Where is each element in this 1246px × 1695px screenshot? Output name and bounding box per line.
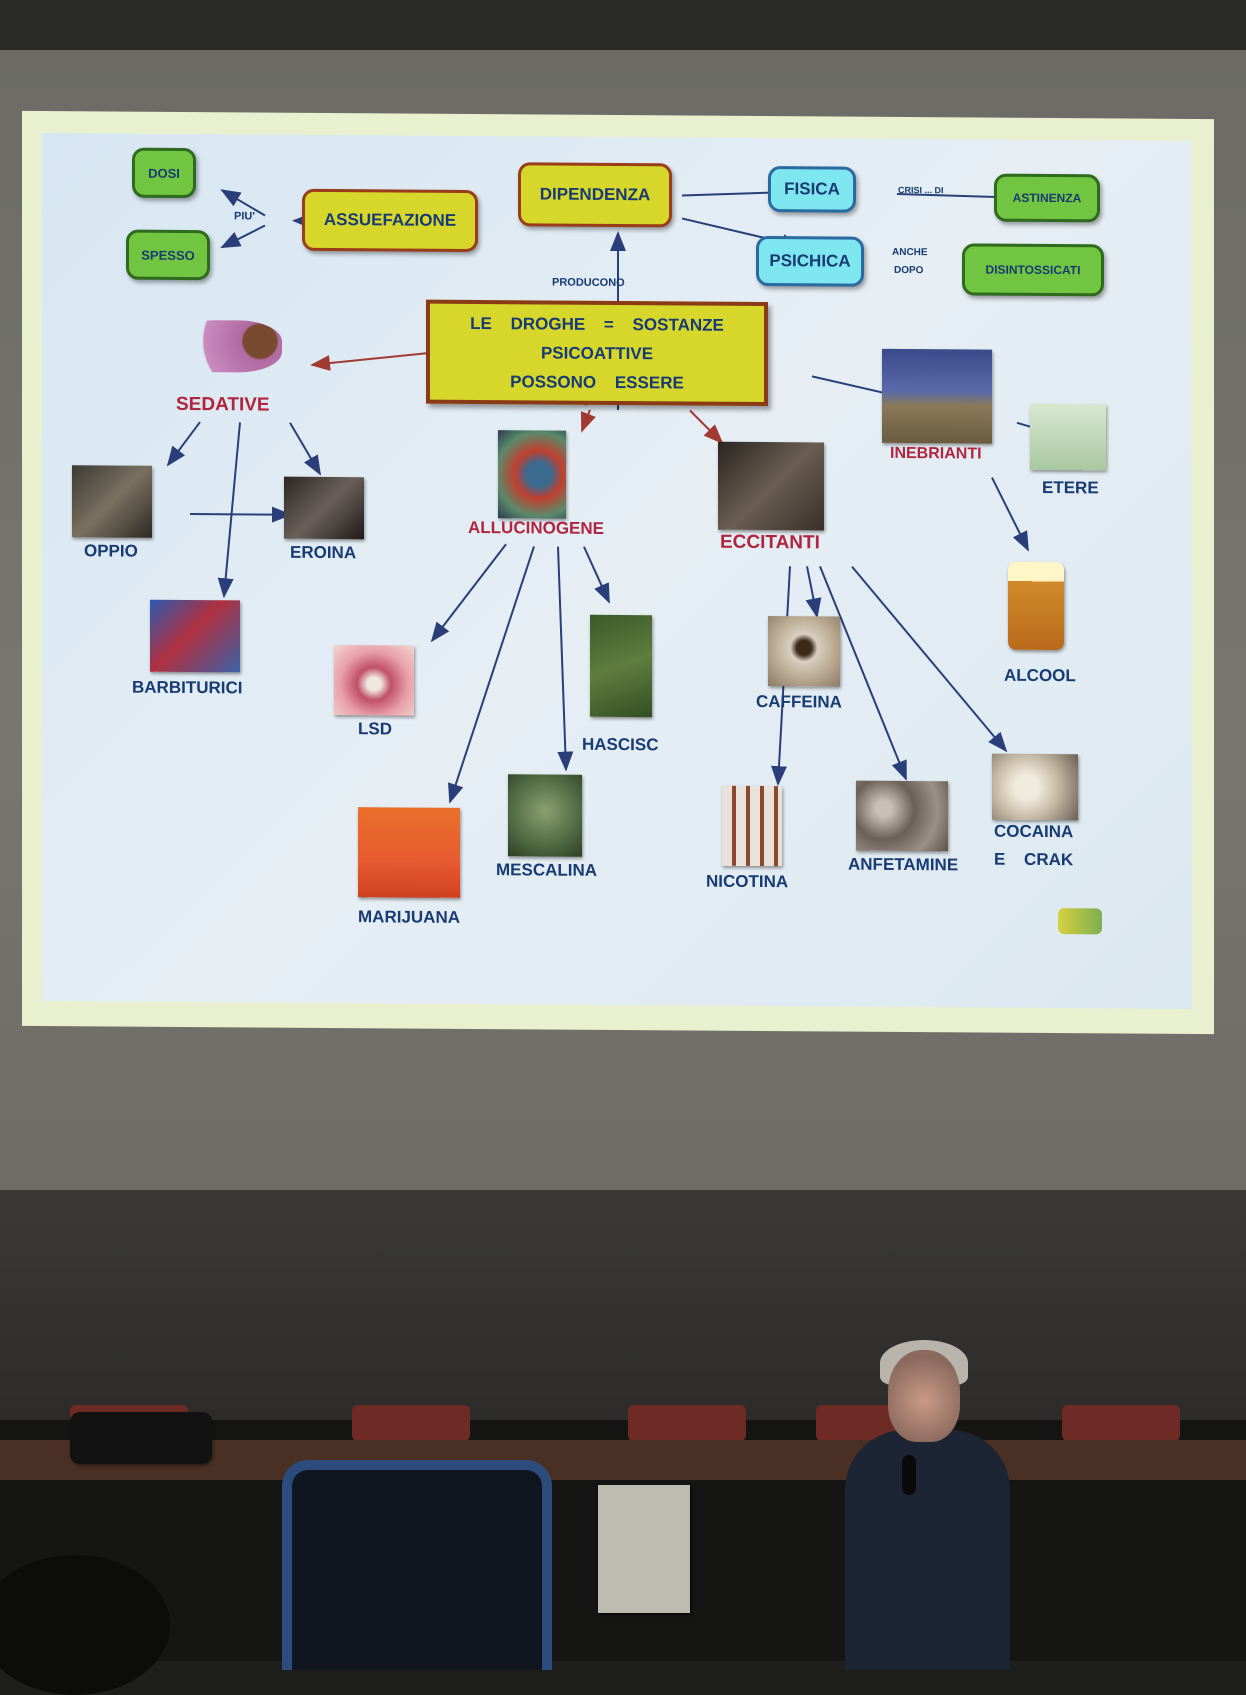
caffeina-image <box>768 616 840 687</box>
nicotina-image <box>722 786 782 866</box>
hascisc-label: HASCISC <box>582 735 659 756</box>
astinenza-box: ASTINENZA <box>994 174 1100 223</box>
dosi-box: DOSI <box>132 148 196 198</box>
anfetamine-label: ANFETAMINE <box>848 855 958 876</box>
arrow-to-marijuana <box>450 546 534 803</box>
disintossicati-box: DISINTOSSICATI <box>962 243 1104 296</box>
lsd-label: LSD <box>358 719 392 739</box>
chair <box>1062 1405 1180 1441</box>
eroina-label: EROINA <box>290 543 356 563</box>
slide-logo <box>1058 908 1102 934</box>
arrow-to-mescalina <box>558 547 566 770</box>
oppio-label: OPPIO <box>84 541 138 561</box>
inebrianti-label: INEBRIANTI <box>890 445 982 464</box>
sedative-label: SEDATIVE <box>176 394 270 417</box>
arrow-to-allucinogene <box>582 410 590 431</box>
chair <box>352 1405 470 1441</box>
microphone <box>902 1455 916 1495</box>
event-poster <box>598 1485 690 1613</box>
arrow-to-spesso <box>222 225 265 247</box>
arrow-to-barbiturici <box>224 422 240 596</box>
mescalina-label: MESCALINA <box>496 860 597 881</box>
projected-slide: DIPENDENZA ASSUEFAZIONE DOSI SPESSO FISI… <box>22 111 1214 1034</box>
crisi-di-label: CRISI ... DI <box>898 185 944 195</box>
etere-label: ETERE <box>1042 478 1099 498</box>
hascisc-image <box>590 615 652 717</box>
screen-lower-panel <box>0 1190 1246 1420</box>
alcool-beer-image <box>1008 562 1064 650</box>
ceiling <box>0 0 1246 50</box>
marijuana-label: MARIJUANA <box>358 907 460 928</box>
central-line-1: LE DROGHE = SOSTANZE <box>470 308 724 339</box>
arrow-oppio-sedative-1 <box>168 422 200 465</box>
central-concept-box: LE DROGHE = SOSTANZE PSICOATTIVE POSSONO… <box>426 300 768 406</box>
etere-image <box>1030 404 1106 471</box>
chair <box>628 1405 746 1441</box>
barbiturici-image <box>150 600 240 673</box>
projector <box>70 1412 212 1464</box>
cocaina-label-line-2: E CRAK <box>994 850 1073 871</box>
sedative-figure-image <box>172 320 282 373</box>
cocaina-label-line-1: COCAINA <box>994 822 1073 843</box>
producono-label: PRODUCONO <box>552 277 625 290</box>
eccitanti-image <box>718 442 824 531</box>
cocaina-image <box>992 754 1078 821</box>
caffeina-label: CAFFEINA <box>756 692 842 713</box>
oppio-image <box>72 465 152 538</box>
arrow-to-eroina <box>290 423 320 474</box>
barbiturici-label: BARBITURICI <box>132 678 243 699</box>
inebrianti-image <box>882 349 992 444</box>
allucinogene-image <box>498 430 566 518</box>
mescalina-image <box>508 774 582 857</box>
arrow-to-hascisc <box>584 547 609 602</box>
marijuana-image <box>358 807 460 898</box>
fisica-box: FISICA <box>768 166 856 213</box>
eroina-image <box>284 477 364 540</box>
arrow-to-cocaina <box>852 567 1006 751</box>
arrow-oppio-eroina <box>190 514 290 515</box>
allucinogene-label: ALLUCINOGENE <box>468 518 604 539</box>
piu-label: PIU' <box>234 210 255 222</box>
assuefazione-box: ASSUEFAZIONE <box>302 189 478 252</box>
spesso-box: SPESSO <box>126 230 210 281</box>
speaker-head <box>888 1350 960 1442</box>
anfetamine-image <box>856 781 948 852</box>
arrow-to-eccitanti <box>690 411 722 443</box>
arrow-to-caffeina <box>807 566 817 616</box>
nicotina-label: NICOTINA <box>706 872 788 893</box>
alcool-label: ALCOOL <box>1004 666 1076 687</box>
lsd-image <box>334 645 414 716</box>
anche-label: ANCHE <box>892 247 928 258</box>
arrow-to-alcool <box>992 478 1028 550</box>
dipendenza-box: DIPENDENZA <box>518 162 672 227</box>
central-line-2: PSICOATTIVE <box>541 338 653 368</box>
speaker-body <box>845 1430 1010 1670</box>
podium <box>282 1460 552 1670</box>
dopo-label: DOPO <box>894 265 923 276</box>
eccitanti-label: ECCITANTI <box>720 532 820 555</box>
arrow-to-lsd <box>432 544 506 642</box>
psichica-box: PSICHICA <box>756 236 864 287</box>
central-line-3: POSSONO ESSERE <box>510 367 684 397</box>
